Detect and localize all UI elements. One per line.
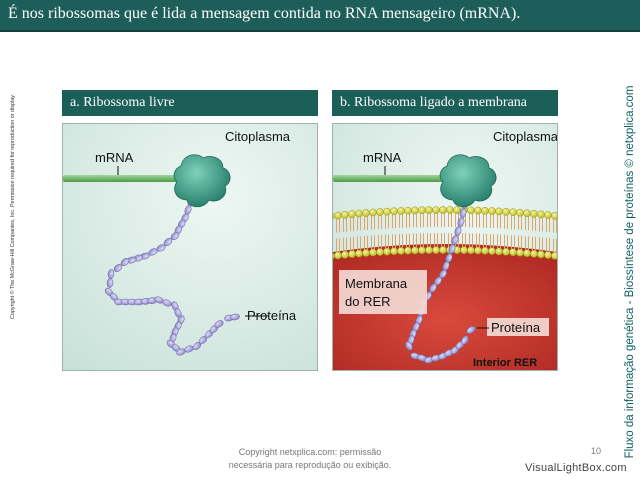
footer-copyright-line1: Copyright netxplica.com: permissão [238,447,382,457]
protein-label: Proteína [247,308,297,323]
header-bar: É nos ribossomas que é lida a mensagem c… [0,0,640,32]
panel-b-diagram: Citoplasma mRNA Membrana do RER Proteína… [332,123,558,371]
side-title-text: Fluxo da informação genética - Biossínte… [624,85,636,459]
protein-label-box [487,318,549,336]
protein-chain [405,199,476,364]
protein-chain [104,197,240,356]
panel-a-heading: a. Ribossoma livre [62,90,318,116]
footer-copyright: Copyright netxplica.com: permissão neces… [200,446,420,472]
footer-copyright-line2: necessária para reprodução ou exibição. [228,460,392,470]
membrane-label-line2: do RER [345,294,391,309]
membrane-label-box [339,270,427,314]
mrna-label: mRNA [95,150,134,165]
cytoplasm-label: Citoplasma [493,129,557,144]
ribosome [439,154,497,208]
watermark: VisualLightBox.com [525,462,627,474]
panel-a-diagram: Citoplasma mRNA Proteína [62,123,318,371]
page-number: 10 [591,446,602,456]
protein-label: Proteína [491,320,541,335]
side-copyright-text: Copyright © The McGraw-Hill Companies, I… [10,94,16,319]
slide-title: É nos ribossomas que é lida a mensagem c… [8,5,521,22]
membrane-label-line1: Membrana [345,276,408,291]
mrna-label: mRNA [363,150,402,165]
panel-b-heading: b. Ribossoma ligado a membrana [332,90,558,116]
cytoplasm-label: Citoplasma [225,129,291,144]
ribosome [173,154,231,208]
rer-interior-label: Interior RER [473,357,537,369]
